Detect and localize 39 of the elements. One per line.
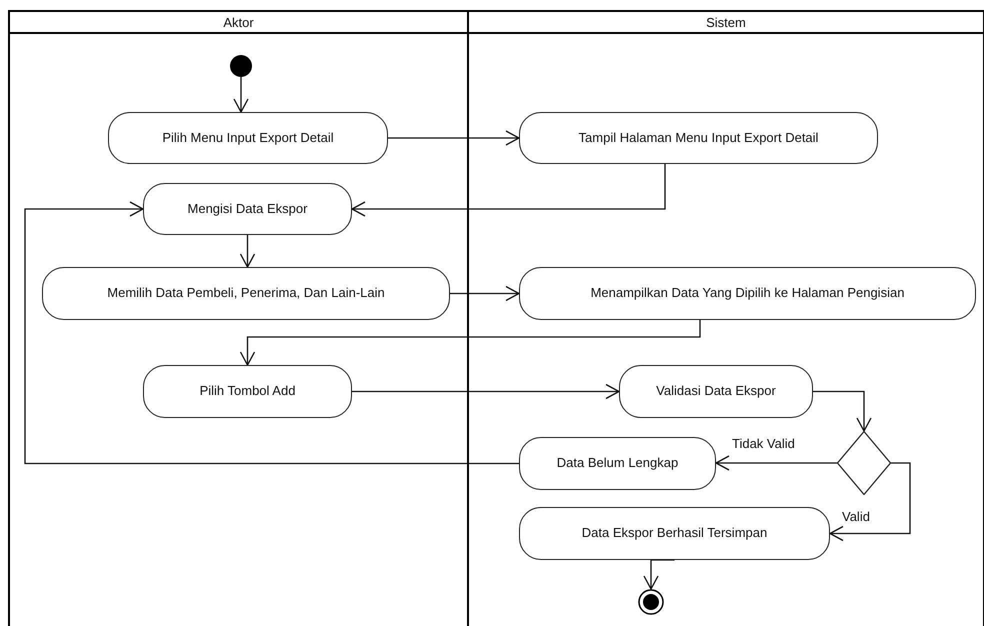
action-text: Memilih Data Pembeli, Penerima, Dan Lain-Lain xyxy=(107,285,385,302)
action-text: Data Belum Lengkap xyxy=(556,455,678,472)
action-box xyxy=(143,365,352,418)
arrow xyxy=(388,130,520,146)
arrow xyxy=(240,235,256,268)
arrow xyxy=(24,201,519,464)
action-box xyxy=(143,183,352,235)
action-text: Mengisi Data Ekspor xyxy=(188,200,308,218)
swimlane xyxy=(8,10,469,626)
action-text: Tampil Halaman Menu Input Export Detail xyxy=(578,130,818,146)
start-node xyxy=(230,55,252,77)
arrow xyxy=(829,462,911,542)
action-box xyxy=(519,267,976,320)
action-box xyxy=(519,507,830,560)
action-box xyxy=(42,267,450,320)
decision-diamond xyxy=(837,431,891,495)
arrow xyxy=(352,384,620,400)
edge-label: Valid xyxy=(840,510,872,523)
action-box xyxy=(619,365,813,418)
lane-title: Sistem xyxy=(706,16,746,28)
swimlane xyxy=(467,10,984,626)
action-text: Pilih Menu Input Export Detail xyxy=(162,130,334,146)
arrow xyxy=(240,320,701,366)
arrow xyxy=(450,286,520,302)
arrow xyxy=(813,390,872,432)
action-text: Data Ekspor Berhasil Tersimpan xyxy=(582,525,768,542)
edge-label: Tidak Valid xyxy=(730,437,797,450)
action-text: Pilih Tombol Add xyxy=(200,383,296,400)
action-box xyxy=(519,112,878,164)
arrow xyxy=(351,164,666,217)
arrow xyxy=(643,559,674,590)
arrow xyxy=(233,77,249,113)
action-box xyxy=(108,112,388,164)
arrow xyxy=(715,455,837,471)
end-node xyxy=(638,589,664,615)
action-text: Menampilkan Data Yang Dipilih ke Halaman Pengisian xyxy=(590,285,904,302)
action-box xyxy=(519,437,716,490)
action-text: Validasi Data Ekspor xyxy=(656,383,776,400)
lane-title: Aktor xyxy=(223,16,254,28)
